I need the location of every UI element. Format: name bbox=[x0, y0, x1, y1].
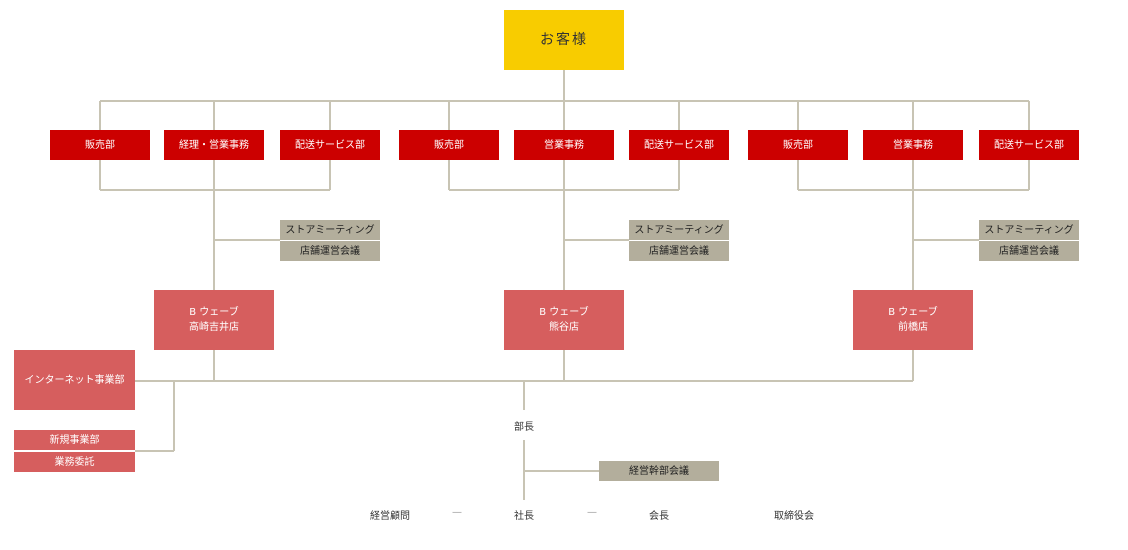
dept-label: 販売部 bbox=[434, 139, 464, 151]
ops-meeting-3: 店舗運営会議 bbox=[979, 241, 1079, 261]
dept-label: 配送サービス部 bbox=[994, 139, 1064, 151]
ops-meeting-2: 店舗運営会議 bbox=[629, 241, 729, 261]
meeting-label: 店舗運営会議 bbox=[649, 245, 709, 257]
dept-delivery-1: 配送サービス部 bbox=[280, 130, 380, 160]
store-meeting-2: ストアミーティング bbox=[629, 220, 729, 240]
store-name: 高崎吉井店 bbox=[189, 322, 239, 333]
dept-label: 営業事務 bbox=[544, 139, 584, 151]
dept-label: 配送サービス部 bbox=[295, 139, 365, 151]
store-maebashi: B ウェーブ 前橋店 bbox=[853, 290, 973, 350]
dept-accounting-1: 経理・営業事務 bbox=[164, 130, 264, 160]
unit-label: 業務委託 bbox=[54, 456, 95, 468]
customer-box: お客様 bbox=[504, 10, 624, 70]
dept-label: 経理・営業事務 bbox=[179, 139, 249, 151]
advisor-label: 経営顧問 bbox=[370, 511, 410, 522]
dash-separator: — bbox=[452, 507, 462, 518]
ops-meeting-1: 店舗運営会議 bbox=[280, 241, 380, 261]
dept-sales-2: 販売部 bbox=[399, 130, 499, 160]
store-meeting-1: ストアミーティング bbox=[280, 220, 380, 240]
store-brand: B ウェーブ bbox=[888, 307, 938, 318]
dept-sales-3: 販売部 bbox=[748, 130, 848, 160]
meeting-label: ストアミーティング bbox=[984, 224, 1074, 236]
dash-separator: — bbox=[587, 507, 597, 518]
meeting-label: 店舗運営会議 bbox=[300, 245, 360, 257]
president-label: 社長 bbox=[514, 511, 534, 522]
dept-label: 販売部 bbox=[783, 139, 813, 151]
meeting-label: 店舗運営会議 bbox=[999, 245, 1059, 257]
customer-label: お客様 bbox=[540, 31, 588, 48]
meeting-label: 経営幹部会議 bbox=[629, 465, 689, 477]
store-kumagaya: B ウェーブ 熊谷店 bbox=[504, 290, 624, 350]
store-takasaki-yoshii: B ウェーブ 高崎吉井店 bbox=[154, 290, 274, 350]
chairman-label: 会長 bbox=[649, 511, 669, 522]
internet-division: インターネット事業部 bbox=[14, 350, 135, 410]
dept-label: 配送サービス部 bbox=[644, 139, 714, 151]
new-business-division: 新規事業部 bbox=[14, 430, 135, 450]
store-brand: B ウェーブ bbox=[539, 307, 589, 318]
meeting-label: ストアミーティング bbox=[285, 224, 375, 236]
dept-admin-2: 営業事務 bbox=[514, 130, 614, 160]
meeting-label: ストアミーティング bbox=[634, 224, 724, 236]
dept-delivery-2: 配送サービス部 bbox=[629, 130, 729, 160]
store-name: 前橋店 bbox=[898, 322, 928, 333]
exec-meeting: 経営幹部会議 bbox=[599, 461, 719, 481]
outsourcing: 業務委託 bbox=[14, 452, 135, 472]
dept-label: 販売部 bbox=[85, 139, 115, 151]
dept-label: 営業事務 bbox=[893, 139, 933, 151]
dept-admin-3: 営業事務 bbox=[863, 130, 963, 160]
unit-label: インターネット事業部 bbox=[24, 374, 125, 386]
board-label: 取締役会 bbox=[774, 511, 814, 522]
bucho-label: 部長 bbox=[514, 422, 534, 433]
dept-sales-1: 販売部 bbox=[50, 130, 150, 160]
store-name: 熊谷店 bbox=[549, 322, 579, 333]
store-brand: B ウェーブ bbox=[189, 307, 239, 318]
dept-delivery-3: 配送サービス部 bbox=[979, 130, 1079, 160]
store-meeting-3: ストアミーティング bbox=[979, 220, 1079, 240]
unit-label: 新規事業部 bbox=[49, 434, 100, 446]
